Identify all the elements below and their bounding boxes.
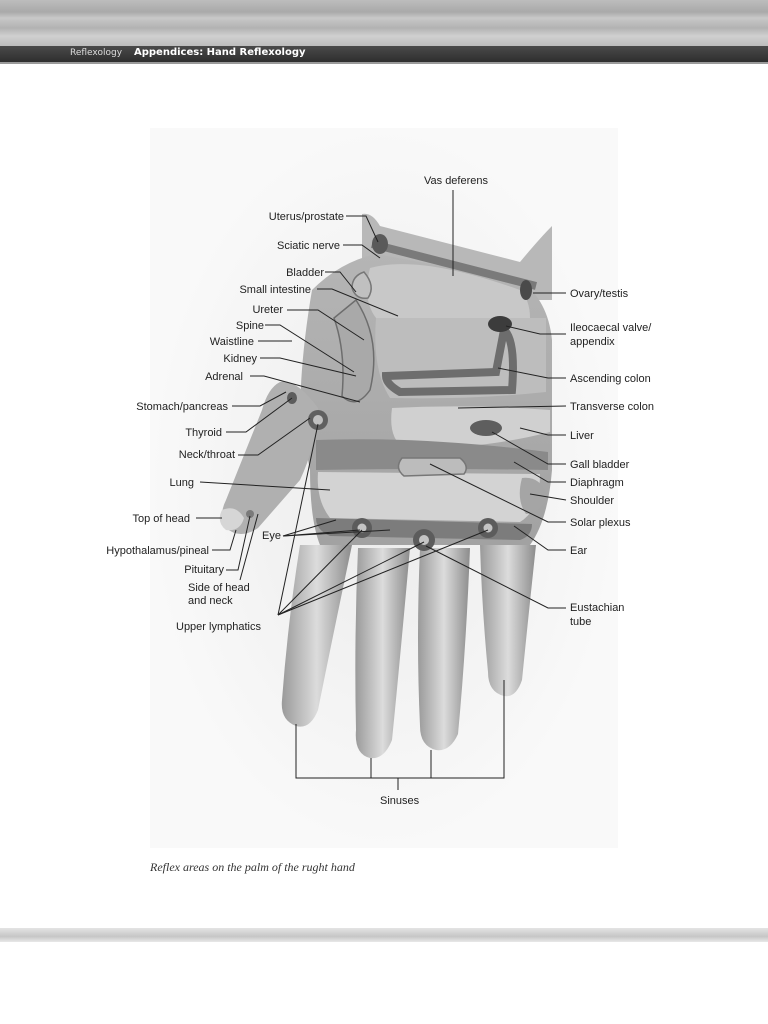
intestine-zone: [375, 318, 546, 399]
label-liver: Liver: [570, 430, 594, 442]
colon-band: [381, 322, 517, 397]
label-kidney: Kidney: [223, 353, 257, 365]
label-ascending-colon: Ascending colon: [570, 373, 651, 385]
label-ear: Ear: [570, 545, 587, 557]
label-transverse-colon: Transverse colon: [570, 401, 654, 413]
running-header-section: Appendices: Hand Reflexology: [134, 47, 306, 58]
kidney-ureter-zone: [333, 298, 375, 403]
label-and-neck: and neck: [188, 595, 233, 607]
solar-plexus-zone: [397, 457, 467, 477]
diagram-labels: Vas deferens Uterus/prostate Sciatic ner…: [106, 175, 654, 807]
label-adrenal: Adrenal: [205, 371, 243, 383]
eye-point-2-inner: [419, 535, 429, 545]
label-pituitary: Pituitary: [184, 564, 224, 576]
uterus-prostate-point: [372, 234, 388, 254]
label-bladder: Bladder: [286, 267, 324, 279]
label-gall-bladder: Gall bladder: [570, 459, 630, 471]
pituitary-point: [246, 510, 254, 518]
running-header: Reflexology Appendices: Hand Reflexology: [0, 46, 768, 64]
running-header-book: Reflexology: [70, 48, 123, 58]
bottom-decorative-band: [0, 928, 768, 942]
thumb-tip-area: [219, 508, 244, 531]
label-waistline: Waistline: [210, 336, 254, 348]
top-decorative-band: [0, 0, 768, 46]
reflex-points: [246, 234, 532, 551]
label-tube: tube: [570, 616, 591, 628]
label-neck-throat: Neck/throat: [179, 449, 235, 461]
ring-finger: [355, 548, 410, 759]
label-upper-lymphatics: Upper lymphatics: [176, 621, 261, 633]
upper-palm-zone: [367, 264, 530, 318]
ileocaecal-point: [488, 316, 512, 332]
neck-throat-point-inner: [313, 415, 323, 425]
figure-caption: Reflex areas on the palm of the rught ha…: [150, 860, 355, 874]
leader-lines: [196, 190, 567, 790]
little-finger: [281, 545, 352, 727]
label-spine: Spine: [236, 320, 264, 332]
label-ovary-testis: Ovary/testis: [570, 288, 629, 300]
label-eye: Eye: [262, 530, 281, 542]
sciatic-band: [371, 240, 537, 290]
label-side-of-head: Side of head: [188, 582, 250, 594]
label-vas-deferens: Vas deferens: [424, 175, 489, 187]
reflex-zones: [316, 240, 550, 540]
label-hypothalamus-pineal: Hypothalamus/pineal: [106, 545, 209, 557]
bladder-zone: [351, 271, 372, 300]
label-solar-plexus: Solar plexus: [570, 517, 631, 529]
shoulder-zone: [519, 477, 546, 514]
fingers: [281, 545, 536, 759]
label-shoulder: Shoulder: [570, 495, 614, 507]
lung-zone: [317, 472, 540, 522]
label-sinuses: Sinuses: [380, 795, 420, 807]
label-ileocaecal-valve: Ileocaecal valve/: [570, 322, 652, 334]
label-uterus-prostate: Uterus/prostate: [269, 211, 344, 223]
label-diaphragm: Diaphragm: [570, 477, 624, 489]
label-ureter: Ureter: [252, 304, 283, 316]
label-sciatic-nerve: Sciatic nerve: [277, 240, 340, 252]
label-thyroid: Thyroid: [185, 427, 222, 439]
label-top-of-head: Top of head: [133, 513, 191, 525]
ovary-testis-point: [520, 280, 532, 300]
label-lung: Lung: [170, 477, 194, 489]
middle-finger: [418, 548, 470, 751]
label-stomach-pancreas: Stomach/pancreas: [136, 401, 228, 413]
ear-point-inner: [483, 523, 493, 533]
thumb: [222, 381, 318, 534]
label-appendix: appendix: [570, 336, 615, 348]
label-small-intestine: Small intestine: [239, 284, 311, 296]
diaphragm-band: [316, 439, 548, 470]
gall-bladder-point: [470, 420, 502, 436]
label-eustachian: Eustachian: [570, 602, 624, 614]
index-finger: [480, 545, 536, 697]
